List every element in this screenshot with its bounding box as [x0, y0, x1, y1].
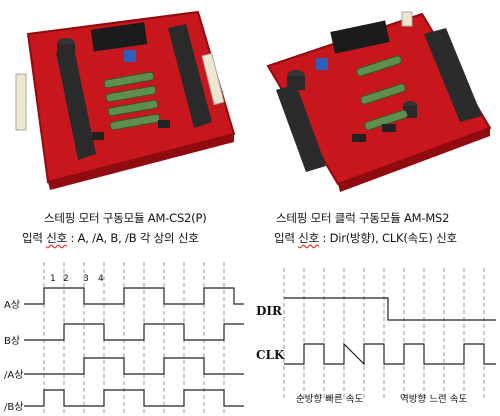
time-gridlines — [43, 262, 225, 414]
clk-waveform — [284, 342, 496, 366]
am-ms2-board-photo — [266, 11, 492, 192]
dir-clk-gridlines — [283, 268, 485, 398]
clk-label: CLK — [256, 348, 285, 362]
dir-waveform — [284, 297, 496, 321]
dir-label: DIR — [256, 304, 282, 318]
right-input-rest: : Dir(방향), CLK(속도) 신호 — [319, 231, 457, 245]
step-number-1: 1 — [50, 274, 56, 284]
phase-b-waveform — [24, 323, 244, 341]
reverse-slow-note: 역방향 느린 속도 — [400, 394, 468, 405]
phase-notb-waveform — [24, 389, 244, 407]
step-number-4: 4 — [98, 274, 104, 284]
am-cs2-board-photo — [15, 10, 236, 190]
phase-a-label: A상 — [4, 300, 21, 311]
right-input-prefix: 입력 — [274, 231, 295, 245]
left-module-title: 스테핑 모터 구동모듈 AM-CS2(P) — [44, 211, 207, 225]
step-number-2: 2 — [63, 274, 69, 284]
four-phase-timing-diagram — [24, 262, 244, 414]
right-input-signal-word: 신호 — [298, 231, 319, 245]
left-input-signal-line: 입력 신호 : A, /A, B, /B 각 상의 신호 — [22, 230, 199, 246]
forward-fast-note: 순방향 빠른 속도 — [296, 394, 364, 405]
dir-clk-timing-diagram — [283, 268, 496, 398]
phase-b-label: B상 — [4, 336, 21, 347]
right-input-signal-line: 입력 신호 : Dir(방향), CLK(속도) 신호 — [274, 230, 457, 246]
phase-nota-waveform — [24, 357, 244, 375]
left-input-rest: : A, /A, B, /B 각 상의 신호 — [67, 231, 199, 245]
phase-nota-label: /A상 — [4, 370, 24, 381]
step-number-3: 3 — [83, 274, 89, 284]
right-module-title: 스테핑 모터 클럭 구동모듈 AM-MS2 — [276, 211, 450, 225]
left-input-signal-word: 신호 — [46, 231, 67, 245]
phase-notb-label: /B상 — [4, 402, 24, 413]
phase-a-waveform — [24, 287, 244, 305]
left-input-prefix: 입력 — [22, 231, 43, 245]
